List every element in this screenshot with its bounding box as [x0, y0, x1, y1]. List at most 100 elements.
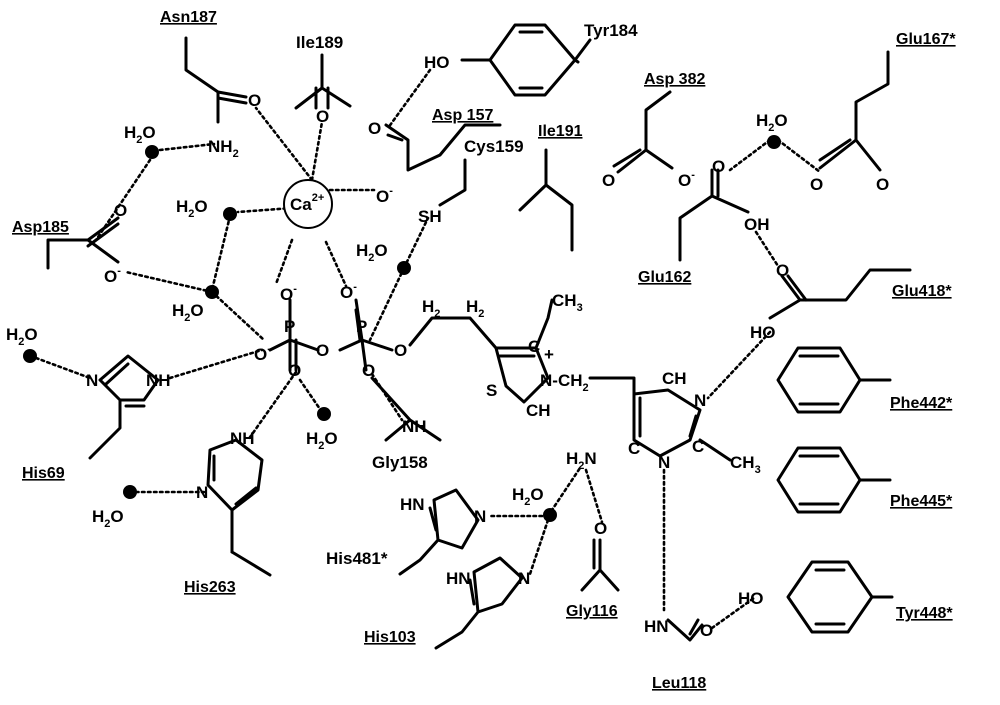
svg-text:O-: O-	[254, 343, 271, 364]
residue-his103: His103	[364, 629, 416, 646]
svg-text:O: O	[810, 175, 823, 194]
svg-text:HO: HO	[750, 323, 776, 342]
svg-text:+: +	[544, 345, 554, 364]
residue-asp382: Asp 382	[644, 71, 705, 88]
svg-text:N: N	[196, 483, 208, 502]
water-dot	[205, 285, 219, 299]
svg-text:O: O	[394, 341, 407, 360]
svg-text:O: O	[368, 119, 381, 138]
svg-text:NH: NH	[146, 371, 171, 390]
water-dot	[543, 508, 557, 522]
residue-gly158: Gly158	[372, 453, 428, 472]
svg-text:CH3: CH3	[730, 453, 761, 476]
svg-text:CH: CH	[526, 401, 551, 420]
svg-text:O-: O-	[678, 169, 695, 190]
svg-text:C: C	[628, 439, 640, 458]
svg-text:O: O	[288, 361, 301, 380]
water-label: H2O	[756, 111, 788, 134]
svg-text:HN: HN	[446, 569, 471, 588]
svg-text:Ca2+: Ca2+	[290, 192, 324, 214]
svg-text:O-: O-	[280, 283, 297, 304]
residue-phe445: Phe445*	[890, 493, 953, 510]
water-label: H2O	[512, 485, 544, 508]
residue-gly116: Gly116	[566, 603, 618, 620]
svg-text:SH: SH	[418, 207, 442, 226]
svg-text:HN: HN	[400, 495, 425, 514]
residue-labels: Asn187 Ile189 Tyr184 Asp 157 Cys159 Ile1…	[12, 9, 956, 692]
residue-his481: His481*	[326, 549, 388, 568]
svg-text:HO: HO	[424, 53, 450, 72]
svg-text:N: N	[474, 507, 486, 526]
svg-text:P: P	[356, 317, 367, 336]
water-label: H2O	[92, 507, 124, 530]
water-dot	[23, 349, 37, 363]
svg-text:N: N	[694, 391, 706, 410]
bond-skeleton	[46, 23, 912, 650]
residue-asp157: Asp 157	[432, 107, 493, 124]
residue-ile189: Ile189	[296, 33, 343, 52]
svg-text:N: N	[518, 569, 530, 588]
svg-text:N-CH2: N-CH2	[540, 371, 589, 394]
residue-glu418: Glu418*	[892, 283, 952, 300]
water-label: H2O	[172, 301, 204, 324]
residue-his69: His69	[22, 465, 65, 482]
svg-text:H2N: H2N	[566, 449, 597, 472]
residue-glu167: Glu167*	[896, 31, 956, 48]
svg-text:O: O	[316, 341, 329, 360]
svg-text:N: N	[658, 453, 670, 472]
svg-text:NH: NH	[230, 429, 255, 448]
svg-text:O: O	[876, 175, 889, 194]
svg-text:O: O	[114, 201, 127, 220]
svg-text:O-: O-	[376, 185, 393, 206]
residue-ile191: Ile191	[538, 123, 583, 140]
water-label: H2O	[6, 325, 38, 348]
water-label: H2O	[176, 197, 208, 220]
water-dot	[145, 145, 159, 159]
residue-cys159: Cys159	[464, 137, 524, 156]
svg-text:O: O	[594, 519, 607, 538]
svg-text:O: O	[776, 261, 789, 280]
svg-text:C: C	[692, 437, 704, 456]
water-labels: H2O H2O H2O H2O H2O H2O H2O H2O H2O	[6, 111, 788, 530]
residue-asn187: Asn187	[160, 9, 217, 26]
svg-text:OH: OH	[744, 215, 770, 234]
residue-tyr448: Tyr448*	[896, 605, 953, 622]
svg-text:CH: CH	[662, 369, 687, 388]
water-label: H2O	[356, 241, 388, 264]
residue-tyr184: Tyr184	[584, 21, 638, 40]
residue-asp185: Asp185	[12, 219, 69, 236]
svg-text:NH: NH	[402, 417, 427, 436]
water-label: H2O	[306, 429, 338, 452]
water-dot	[767, 135, 781, 149]
hydrogen-bonds	[34, 68, 822, 630]
residue-leu118: Leu118	[652, 675, 706, 692]
svg-text:O-: O-	[340, 281, 357, 302]
water-label: H2O	[124, 123, 156, 146]
residue-glu162: Glu162	[638, 269, 691, 286]
svg-text:N: N	[86, 371, 98, 390]
water-dot	[317, 407, 331, 421]
svg-text:CH3: CH3	[552, 291, 583, 314]
svg-text:C: C	[528, 337, 540, 356]
svg-text:H2: H2	[466, 297, 484, 320]
calcium-ion: Ca2+	[283, 179, 333, 229]
svg-text:P: P	[284, 317, 295, 336]
svg-text:O-: O-	[104, 265, 121, 286]
svg-text:H2: H2	[422, 297, 440, 320]
residue-his263: His263	[184, 579, 236, 596]
water-dot	[223, 207, 237, 221]
water-dot	[123, 485, 137, 499]
svg-text:O: O	[700, 621, 713, 640]
svg-text:NH2: NH2	[208, 137, 239, 160]
residue-phe442: Phe442*	[890, 395, 953, 412]
svg-text:O: O	[316, 107, 329, 126]
svg-text:HO: HO	[738, 589, 764, 608]
svg-text:O: O	[362, 361, 375, 380]
atom-labels: O NH2 O HO O O- SH O O- O O O OH O HO O …	[86, 53, 889, 640]
svg-text:O: O	[248, 91, 261, 110]
svg-text:O: O	[712, 157, 725, 176]
svg-text:O: O	[602, 171, 615, 190]
water-dot	[397, 261, 411, 275]
svg-text:HN: HN	[644, 617, 669, 636]
